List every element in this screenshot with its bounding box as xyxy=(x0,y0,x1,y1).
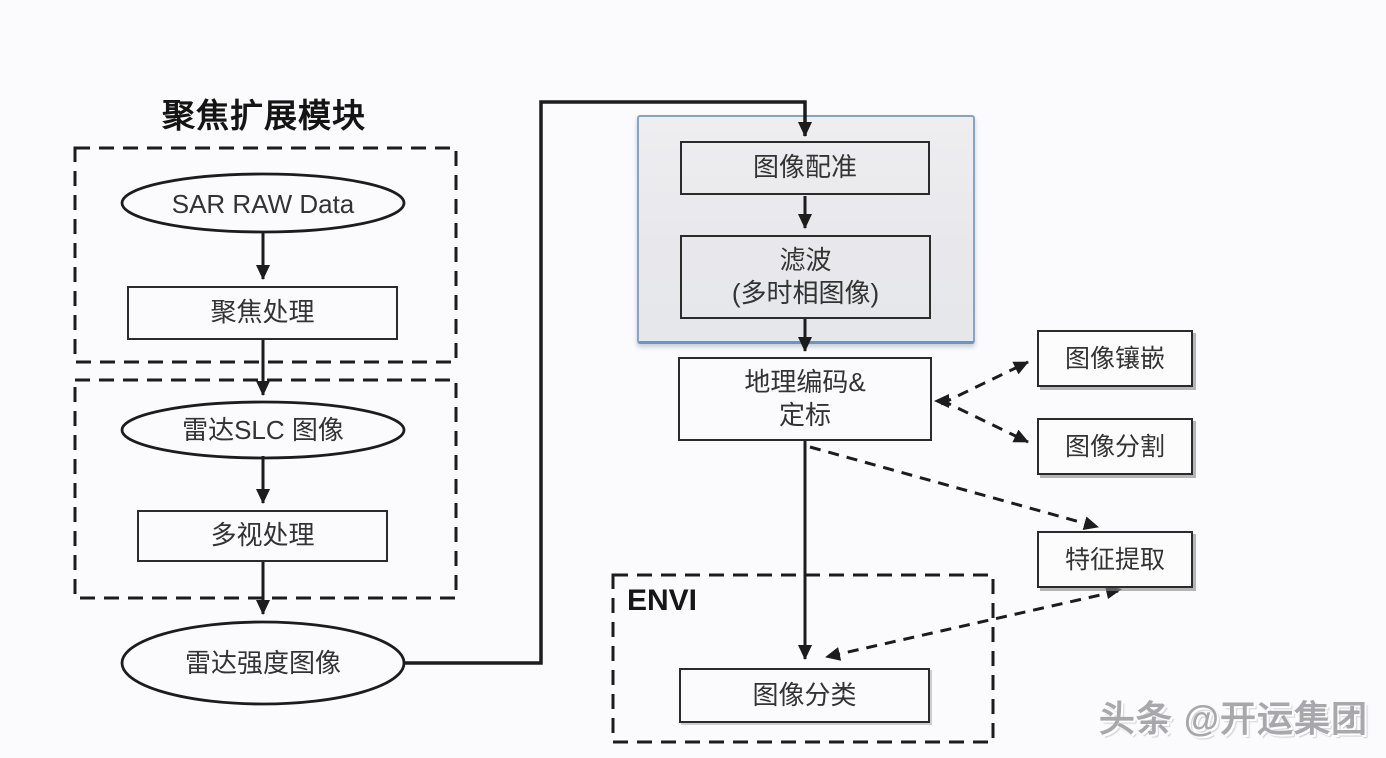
filtering-box: 滤波 (多时相图像) xyxy=(680,235,931,319)
dashed-return-arrowhead-geocode xyxy=(934,394,949,408)
geocoding-calibration-box: 地理编码& 定标 xyxy=(678,357,932,441)
dashed-return-arrowhead-feature xyxy=(1105,586,1122,599)
slc-image-label: 雷达SLC 图像 xyxy=(182,414,344,445)
envi-frame xyxy=(611,573,995,744)
geocoding-line2: 定标 xyxy=(778,400,831,430)
focus-module-title: 聚焦扩展模块 xyxy=(162,97,366,134)
feature-extraction-box: 特征提取 xyxy=(1037,531,1193,588)
toutiao-watermark: 头条 @开运集团 xyxy=(1098,698,1368,739)
multilook-processing-box: 多视处理 xyxy=(137,510,388,562)
sar-raw-data-label: SAR RAW Data xyxy=(171,188,355,219)
dashed-arrow-geocode-to-segmentation xyxy=(940,398,1029,444)
envi-group-label: ENVI xyxy=(627,584,698,617)
preprocess-panel xyxy=(637,115,975,344)
focus-module-frame xyxy=(73,146,458,364)
image-classification-box: 图像分类 xyxy=(679,668,930,723)
dashed-arrow-geocode-to-mosaic xyxy=(940,360,1029,406)
filtering-line1: 滤波 xyxy=(779,244,832,275)
focus-processing-box: 聚焦处理 xyxy=(127,286,398,340)
image-segmentation-box: 图像分割 xyxy=(1037,418,1193,475)
connector-intensity-to-register xyxy=(404,100,812,665)
intensity-image-label: 雷达强度图像 xyxy=(184,647,341,678)
dashed-arrow-geocode-to-feature xyxy=(809,445,1099,530)
image-mosaic-box: 图像镶嵌 xyxy=(1037,330,1193,387)
dashed-arrow-feature-to-classification xyxy=(825,589,1119,661)
multilook-module-frame xyxy=(73,378,458,600)
geocoding-line1: 地理编码& xyxy=(744,366,866,397)
image-registration-box: 图像配准 xyxy=(680,141,930,195)
filtering-line2: (多时相图像) xyxy=(731,278,880,308)
